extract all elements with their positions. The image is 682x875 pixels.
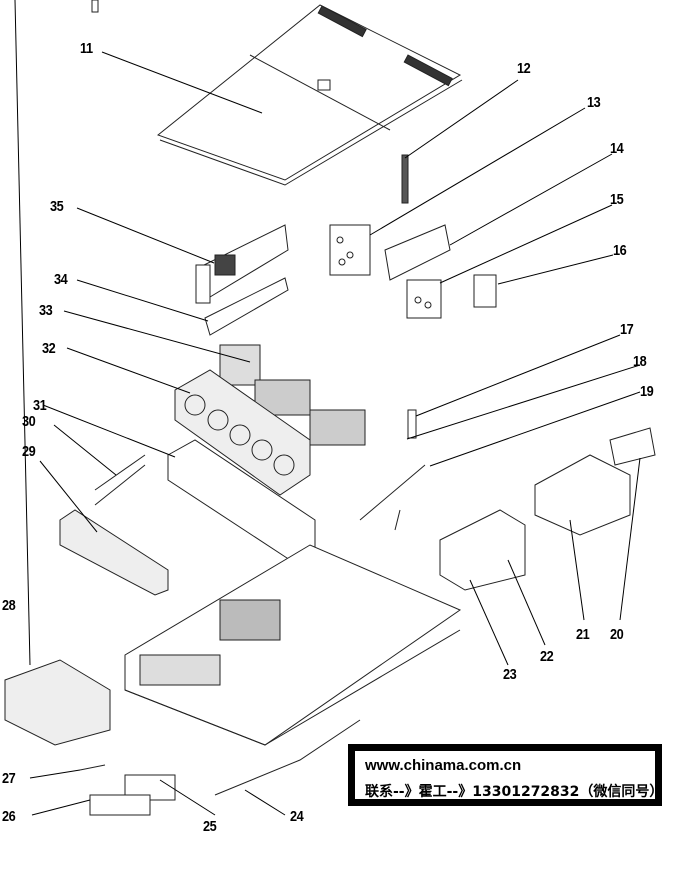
callout-11: 11: [80, 40, 93, 57]
callout-30: 30: [22, 413, 36, 430]
part-12: [401, 154, 409, 204]
part-22-23: [439, 509, 526, 591]
callout-18: 18: [633, 353, 647, 370]
callout-26: 26: [2, 808, 16, 825]
leader-lines: [14, 0, 641, 816]
part-15: [406, 279, 442, 319]
callout-20: 20: [610, 626, 624, 643]
backplane-part: [59, 509, 169, 596]
heatsinks-part: [219, 344, 366, 446]
part-16: [473, 274, 497, 308]
part-34: [204, 277, 289, 336]
callout-35: 35: [50, 198, 64, 215]
callout-15: 15: [610, 191, 624, 208]
callout-17: 17: [620, 321, 634, 338]
callout-27: 27: [2, 770, 16, 787]
callout-12: 12: [517, 60, 531, 77]
callout-34: 34: [54, 271, 68, 288]
callout-32: 32: [42, 340, 56, 357]
callout-16: 16: [613, 242, 627, 259]
callout-22: 22: [540, 648, 554, 665]
callout-13: 13: [587, 94, 601, 111]
part-13: [329, 224, 371, 276]
part-35: [195, 224, 289, 304]
part-24: [214, 719, 361, 796]
callout-25: 25: [203, 818, 217, 835]
power-supply-part: [534, 454, 631, 536]
callout-14: 14: [610, 140, 624, 157]
part-14: [384, 224, 451, 281]
drives-part: [4, 659, 111, 746]
part-20: [609, 427, 656, 466]
part-27: [79, 764, 106, 771]
part-26: [89, 794, 151, 816]
part-19: [359, 464, 426, 531]
callout-31: 31: [33, 397, 47, 414]
part-17: [407, 409, 417, 439]
fan-assembly-part: [174, 369, 311, 496]
watermark-contact: 联系--》霍工--》13301272832（微信同号）: [365, 784, 664, 800]
top-cover-part: [156, 4, 463, 186]
callout-33: 33: [39, 302, 53, 319]
callout-24: 24: [290, 808, 304, 825]
callout-19: 19: [640, 383, 654, 400]
watermark-url: www.chinama.com.cn: [365, 757, 522, 774]
callout-23: 23: [503, 666, 517, 683]
callout-21: 21: [576, 626, 590, 643]
callout-28: 28: [2, 597, 16, 614]
cables-part-30: [91, 0, 146, 506]
callout-29: 29: [22, 443, 36, 460]
watermark-box: www.chinama.com.cn 联系--》霍工--》13301272832…: [348, 744, 664, 806]
chassis-part: [124, 544, 462, 746]
